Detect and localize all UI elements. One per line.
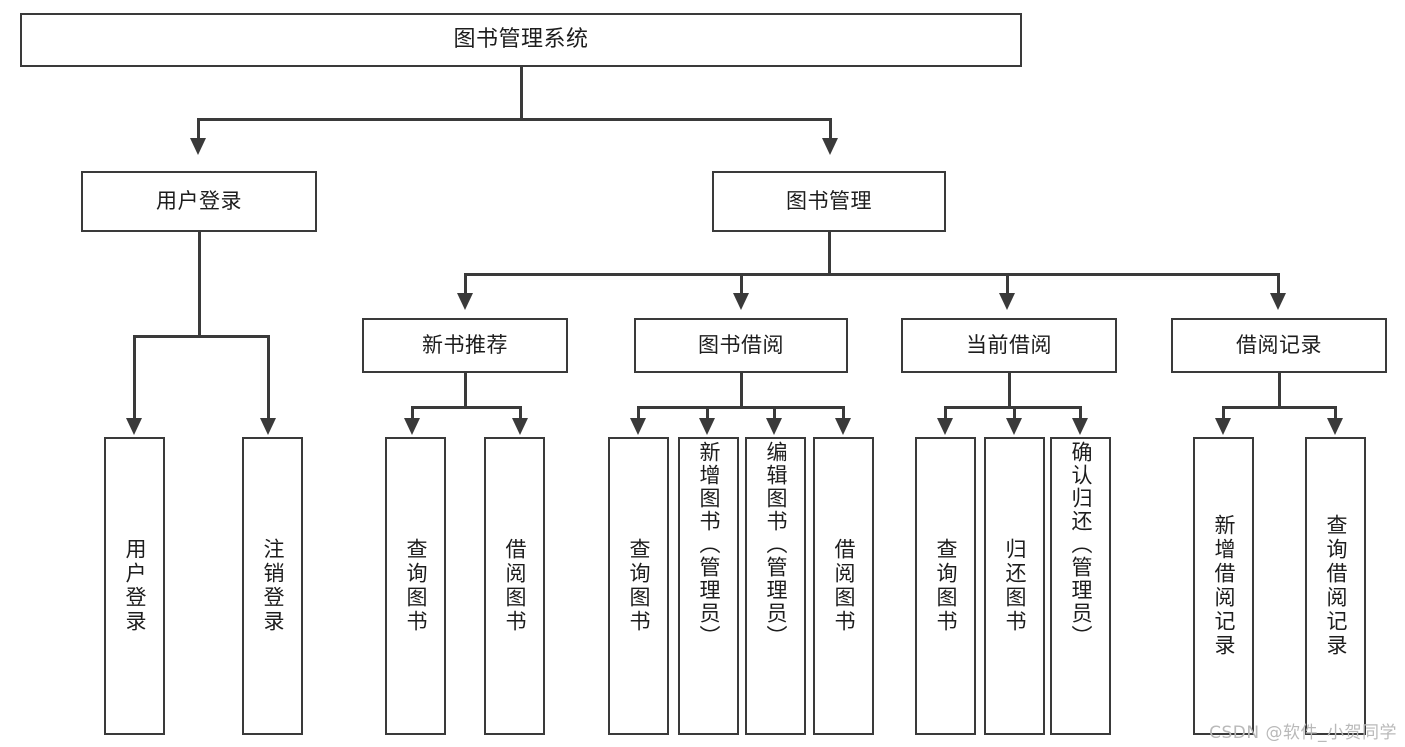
arrow-to-leaf-return-book [1006,418,1022,435]
connector-level3-drop-0 [464,273,467,295]
connector-borrow-drop-2 [773,406,776,420]
node-label: 用户登录 [123,538,147,634]
arrow-to-leaf-query-record [1327,418,1343,435]
leaf-add-borrow-record[interactable]: 新增借阅记录 [1193,437,1254,735]
arrow-to-new-book-recommend [457,293,473,310]
connector-level2-drop-right [829,118,832,140]
node-label: 当前借阅 [966,333,1052,358]
leaf-user-login[interactable]: 用户登录 [104,437,165,735]
arrow-to-book-borrow [733,293,749,310]
node-book-management[interactable]: 图书管理 [712,171,946,232]
leaf-query-book-borrow[interactable]: 查询图书 [608,437,669,735]
connector-user-login-drop-1 [267,335,270,420]
connector-recommend-drop-0 [411,406,414,420]
arrow-to-leaf-add-record [1215,418,1231,435]
node-label: 查询图书 [934,538,958,634]
arrow-to-leaf-add-book [699,418,715,435]
node-label: 借阅图书 [832,538,856,634]
node-book-borrow[interactable]: 图书借阅 [634,318,848,373]
node-borrow-record[interactable]: 借阅记录 [1171,318,1387,373]
node-root-system[interactable]: 图书管理系统 [20,13,1022,67]
arrow-to-leaf-query-book-2 [630,418,646,435]
node-label: 编辑图书（管理员） [764,441,788,648]
connector-user-login-bus [133,335,269,338]
arrow-to-book-manage [822,138,838,155]
node-label: 归还图书 [1003,538,1027,634]
node-label: 新书推荐 [422,333,508,358]
arrow-to-leaf-query-book-1 [404,418,420,435]
arrow-to-leaf-borrow-book-1 [512,418,528,435]
connector-level3-bus [464,273,1279,276]
connector-borrow-drop-0 [637,406,640,420]
node-label: 借阅记录 [1236,333,1322,358]
node-label: 查询图书 [627,538,651,634]
connector-level3-drop-3 [1277,273,1280,295]
connector-borrow-bus [637,406,844,409]
leaf-add-book[interactable]: 新增图书（管理员） [678,437,739,735]
connector-borrow-drop-3 [842,406,845,420]
connector-user-login-stem [198,232,201,336]
arrow-to-user-login [190,138,206,155]
leaf-borrow-book-recommend[interactable]: 借阅图书 [484,437,545,735]
arrow-to-current-borrow [999,293,1015,310]
connector-current-drop-0 [944,406,947,420]
connector-borrow-drop-1 [706,406,709,420]
arrow-to-borrow-record [1270,293,1286,310]
arrow-to-leaf-logout [260,418,276,435]
node-label: 新增图书（管理员） [697,441,721,648]
leaf-edit-book[interactable]: 编辑图书（管理员） [745,437,806,735]
leaf-borrow-book[interactable]: 借阅图书 [813,437,874,735]
leaf-query-book-recommend[interactable]: 查询图书 [385,437,446,735]
connector-user-login-drop-0 [133,335,136,420]
node-label: 图书管理系统 [453,27,589,53]
connector-book-manage-stem [828,232,831,274]
node-label: 查询图书 [404,538,428,634]
connector-current-stem [1008,373,1011,407]
arrow-to-leaf-user-login [126,418,142,435]
connector-current-drop-1 [1013,406,1016,420]
node-new-book-recommend[interactable]: 新书推荐 [362,318,568,373]
arrow-to-leaf-borrow-book-2 [835,418,851,435]
node-label: 图书借阅 [698,333,784,358]
node-label: 确认归还（管理员） [1069,441,1093,648]
connector-current-drop-2 [1079,406,1082,420]
node-label: 图书管理 [786,189,872,214]
connector-level2-bus [197,118,831,121]
leaf-query-borrow-record[interactable]: 查询借阅记录 [1305,437,1366,735]
leaf-query-book-current[interactable]: 查询图书 [915,437,976,735]
connector-level2-drop-left [197,118,200,140]
node-label: 新增借阅记录 [1212,514,1236,658]
node-label: 用户登录 [156,189,242,214]
leaf-confirm-return[interactable]: 确认归还（管理员） [1050,437,1111,735]
node-user-login[interactable]: 用户登录 [81,171,317,232]
connector-record-drop-0 [1222,406,1225,420]
node-label: 借阅图书 [503,538,527,634]
connector-recommend-bus [411,406,521,409]
arrow-to-leaf-query-book-3 [937,418,953,435]
connector-root-stem [520,67,523,119]
arrow-to-leaf-edit-book [766,418,782,435]
node-current-borrow[interactable]: 当前借阅 [901,318,1117,373]
connector-record-stem [1278,373,1281,407]
connector-current-bus [944,406,1081,409]
connector-record-bus [1222,406,1336,409]
connector-level3-drop-2 [1006,273,1009,295]
leaf-return-book[interactable]: 归还图书 [984,437,1045,735]
connector-borrow-stem [740,373,743,407]
arrow-to-leaf-confirm-return [1072,418,1088,435]
connector-level3-drop-1 [740,273,743,295]
leaf-logout[interactable]: 注销登录 [242,437,303,735]
node-label: 注销登录 [261,538,285,634]
connector-record-drop-1 [1334,406,1337,420]
node-label: 查询借阅记录 [1324,514,1348,658]
connector-recommend-stem [464,373,467,407]
connector-recommend-drop-1 [519,406,522,420]
